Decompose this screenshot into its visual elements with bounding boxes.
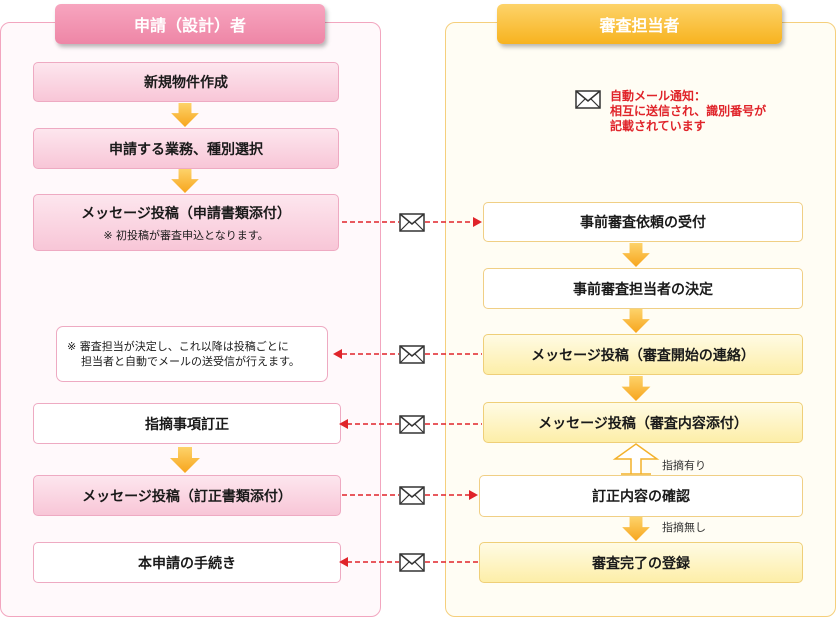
auto-mail-note-line: 相互に送信され、識別番号が <box>610 104 767 118</box>
step-post-review: メッセージ投稿（審査内容添付） <box>483 402 803 443</box>
step-label: 指摘事項訂正 <box>145 416 229 433</box>
step-register-complete: 審査完了の登録 <box>479 542 803 583</box>
step-label: 事前審査依頼の受付 <box>580 215 706 231</box>
step-label: 事前審査担当者の決定 <box>573 281 713 298</box>
branch-label-no-points: 指摘無し <box>662 521 706 534</box>
mail-icon <box>399 486 425 505</box>
auto-mail-note-line: 自動メール通知： <box>610 89 707 103</box>
step-accept-request: 事前審査依頼の受付 <box>483 202 803 242</box>
step-label: 審査完了の登録 <box>592 555 690 572</box>
step-label: メッセージ投稿（審査開始の連絡） <box>531 347 755 364</box>
reviewer-lane-header: 審査担当者 <box>497 4 782 44</box>
step-final-application: 本申請の手続き <box>33 542 341 583</box>
mail-icon <box>399 345 425 364</box>
step-label: メッセージ投稿（申請書類添付） <box>81 205 291 222</box>
mail-icon <box>575 90 601 109</box>
step-label: 新規物件作成 <box>144 75 228 91</box>
step-fix-points: 指摘事項訂正 <box>33 403 341 444</box>
assignment-note-line: ※ 審査担当が決定し、これ以降は投稿ごとに <box>67 340 289 353</box>
step-post-correction: メッセージ投稿（訂正書類添付） <box>33 475 341 516</box>
step-label: メッセージ投稿（訂正書類添付） <box>82 488 292 505</box>
mail-icon <box>399 553 425 572</box>
assignment-note-line: 担当者と自動でメールの送受信が行えます。 <box>81 355 300 368</box>
applicant-lane <box>0 22 381 617</box>
auto-mail-note: 自動メール通知： 相互に送信され、識別番号が 記載されています <box>610 89 820 134</box>
step-label: 訂正内容の確認 <box>592 489 690 505</box>
applicant-lane-header: 申請（設計）者 <box>55 4 325 44</box>
step-assign-reviewer: 事前審査担当者の決定 <box>483 268 803 309</box>
step-label: 本申請の手続き <box>138 555 236 572</box>
branch-label-has-points: 指摘有り <box>662 459 706 472</box>
step-label: 申請する業務、種別選択 <box>109 141 263 158</box>
step-new-property: 新規物件作成 <box>33 62 339 102</box>
mail-icon <box>399 415 425 434</box>
step-post-application: メッセージ投稿（申請書類添付） ※ 初投稿が審査申込となります。 <box>33 194 339 251</box>
step-label: メッセージ投稿（審査内容添付） <box>538 415 748 432</box>
auto-mail-note-line: 記載されています <box>610 119 706 133</box>
step-note: ※ 初投稿が審査申込となります。 <box>103 228 269 242</box>
step-select-type: 申請する業務、種別選択 <box>33 128 339 169</box>
step-check-correction: 訂正内容の確認 <box>479 475 803 517</box>
mail-icon <box>399 213 425 232</box>
assignment-note: ※ 審査担当が決定し、これ以降は投稿ごとに 担当者と自動でメールの送受信が行えま… <box>56 326 328 382</box>
step-post-start: メッセージ投稿（審査開始の連絡） <box>483 334 803 375</box>
